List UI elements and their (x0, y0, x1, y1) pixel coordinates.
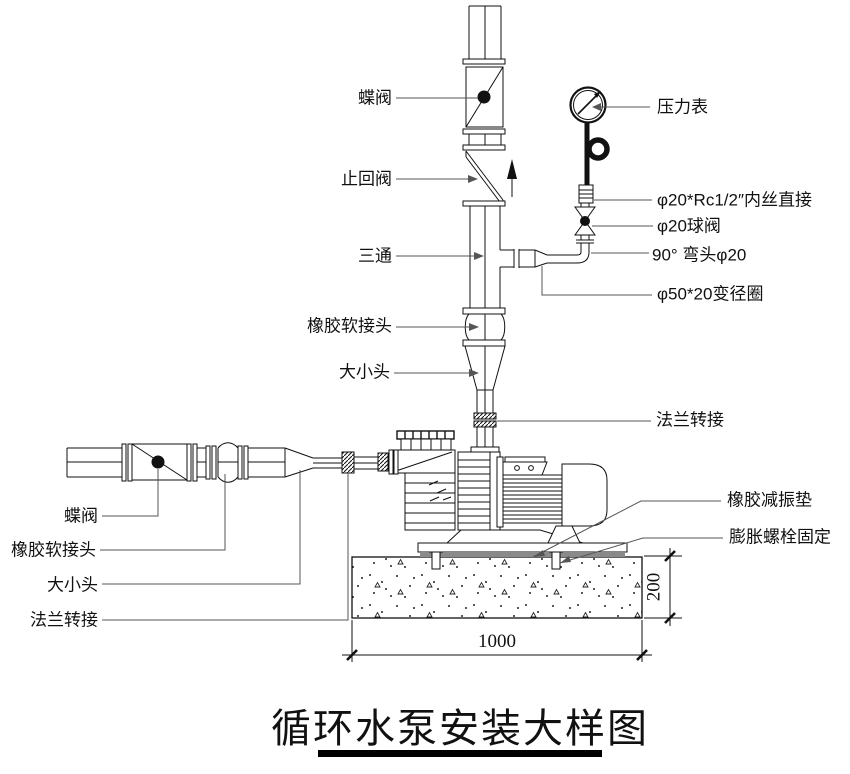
rubber-damper-pad (420, 552, 625, 557)
tee-fitting (469, 206, 501, 308)
component-labels: 蝶阀 止回阀 三通 橡胶软接头 大小头 压力表 φ20*Rc1/2″内丝直接 φ… (11, 88, 831, 629)
anchor-bolt-right (549, 551, 563, 570)
check-valve (465, 150, 504, 207)
label-rubber-joint-left: 橡胶软接头 (11, 540, 96, 559)
rubber-flex-joint-left (217, 442, 239, 483)
label-reducer-left: 大小头 (47, 575, 98, 594)
label-reducing-ring: φ50*20变径圈 (657, 284, 763, 303)
label-reducer-top: 大小头 (339, 362, 390, 381)
label-ball-valve: φ20球阀 (657, 216, 721, 235)
label-rubber-damper-pad: 橡胶减振垫 (727, 490, 812, 509)
label-expansion-bolt: 膨胀螺栓固定 (729, 527, 831, 546)
butterfly-valve-top (465, 66, 504, 128)
dimension-1000-text: 1000 (478, 631, 516, 652)
base-plate (417, 542, 628, 553)
label-tee: 三通 (358, 246, 392, 265)
strainer-cap (396, 430, 455, 451)
pressure-gauge-branch (500, 86, 610, 268)
title-underline (318, 750, 602, 757)
label-thread-adapter: φ20*Rc1/2″内丝直接 (657, 190, 812, 209)
motor-foot (547, 525, 581, 544)
elbow-90 (576, 239, 594, 264)
ball-valve (574, 206, 596, 236)
pump-base (417, 529, 628, 570)
siphon-pigtail (586, 137, 610, 161)
label-butterfly-valve-left: 蝶阀 (64, 506, 98, 525)
motor (496, 456, 608, 544)
reducing-ring (534, 249, 548, 268)
dimension-200: 200 (643, 548, 682, 626)
reducer-left (284, 447, 314, 478)
label-pressure-gauge: 压力表 (657, 97, 708, 116)
flow-direction-arrow (507, 159, 517, 197)
leader-lines (100, 97, 723, 621)
thread-adapter (578, 184, 594, 204)
dimension-200-text: 200 (643, 573, 664, 602)
concrete-foundation (351, 556, 643, 619)
vertical-pipe-assembly (462, 5, 517, 453)
flange-adapter-top (473, 412, 497, 428)
label-flange-adapter-right: 法兰转接 (656, 410, 724, 429)
drawing-title: 循环水泵安装大样图 (271, 706, 649, 757)
label-rubber-joint-top: 橡胶软接头 (307, 316, 392, 335)
suction-housing (391, 449, 456, 474)
label-flange-adapter-left: 法兰转接 (30, 610, 98, 629)
reducer-top (464, 345, 506, 391)
label-check-valve: 止回阀 (341, 169, 392, 188)
label-elbow-90: 90° 弯头φ20 (652, 245, 746, 264)
anchor-bolt-left (429, 551, 443, 570)
flange-adapter-left (341, 451, 355, 474)
pressure-gauge (569, 86, 607, 124)
butterfly-valve-left (131, 443, 188, 481)
suction-pipe-assembly (66, 442, 399, 483)
drawing-title-text: 循环水泵安装大样图 (271, 706, 649, 751)
circulating-pump (391, 430, 608, 544)
label-butterfly-valve-top: 蝶阀 (358, 88, 392, 107)
dimension-1000: 1000 (342, 620, 652, 662)
pump-casing (404, 451, 501, 531)
